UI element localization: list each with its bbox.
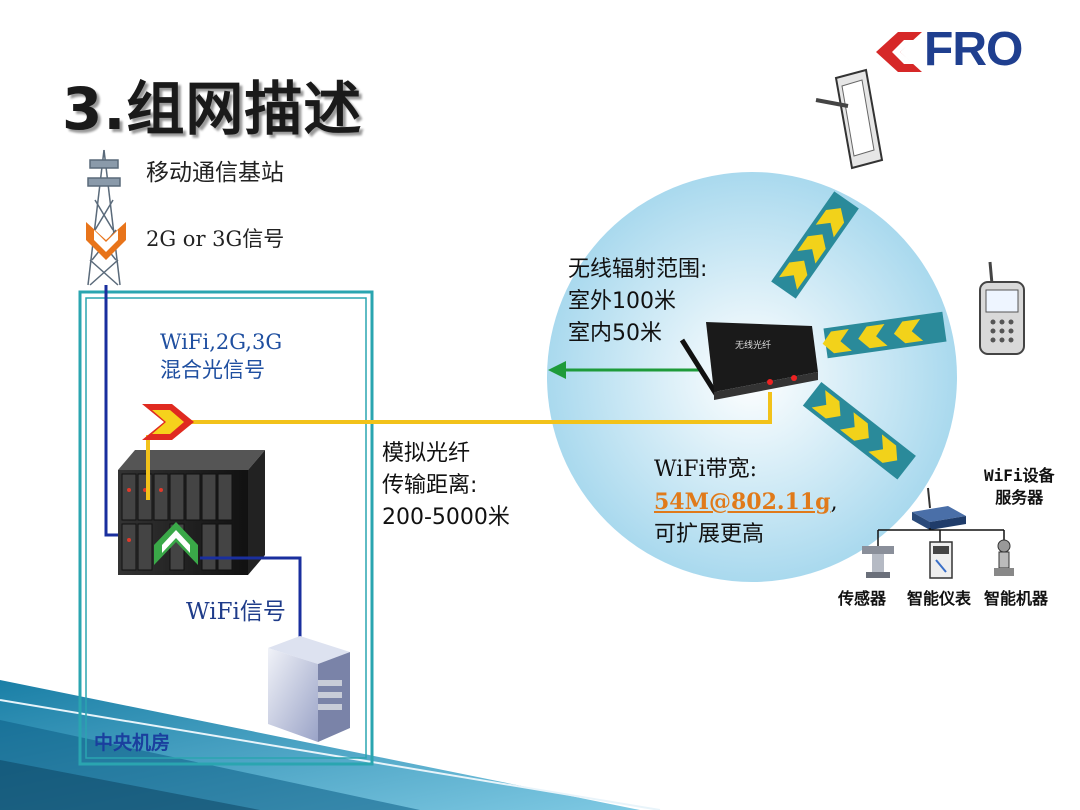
mixed-signal-label: WiFi,2G,3G 混合光信号 — [160, 328, 282, 384]
logo-text: FRO — [924, 23, 1023, 76]
machine-label: 智能机器 — [984, 589, 1049, 608]
smart-meter-icon — [929, 541, 953, 579]
bandwidth-line1: WiFi带宽: — [654, 457, 757, 482]
mobile-phone-icon — [979, 261, 1025, 355]
svg-text:无线光纤: 无线光纤 — [735, 339, 771, 351]
rack-to-server-line — [200, 556, 302, 645]
wifi-signal-chevrons-lower-icon — [802, 382, 916, 480]
central-room-label: 中央机房 — [94, 732, 171, 754]
mixed-signal-line1: WiFi,2G,3G — [160, 330, 283, 354]
fiber-line2: 传输距离: — [382, 473, 478, 498]
server-computer-icon — [268, 636, 350, 742]
fiber-line — [190, 392, 772, 424]
fiber-line1: 模拟光纤 — [382, 441, 471, 466]
central-room-frame — [78, 290, 374, 766]
bandwidth-label: WiFi带宽: 54M@802.11g, 可扩展更高 — [654, 454, 838, 551]
green-arrow-icon — [548, 361, 700, 379]
radiation-line3: 室内50米 — [568, 321, 662, 346]
wifi-up-chevron-icon — [154, 522, 198, 565]
logo: FRO — [924, 22, 1023, 77]
fiber-line3: 200-5000米 — [382, 505, 510, 530]
access-point-icon: 无线光纤 — [679, 322, 818, 400]
fro-logo-icon — [876, 32, 922, 72]
wifi-signal-chevrons-middle-icon — [822, 311, 947, 359]
sensor-icon — [862, 546, 894, 578]
signal-type-label: 2G or 3G信号 — [146, 227, 285, 251]
base-station-label: 移动通信基站 — [146, 160, 284, 186]
bandwidth-suffix: , — [830, 490, 838, 515]
cell-tower-icon — [87, 149, 121, 286]
bandwidth-link[interactable]: 54M@802.11g — [654, 489, 831, 515]
wifi-server-router-icon — [912, 487, 966, 530]
page-title: 3.组网描述 — [62, 75, 363, 143]
server-label: WiFi设备 服务器 — [984, 465, 1055, 509]
fiber-chevron-icon — [142, 404, 194, 440]
mixed-signal-line2: 混合光信号 — [160, 358, 265, 382]
fiber-label: 模拟光纤 传输距离: 200-5000米 — [382, 438, 510, 534]
radiation-label: 无线辐射范围: 室外100米 室内50米 — [568, 254, 707, 350]
device-network-lines — [877, 528, 1005, 546]
server-line2: 服务器 — [995, 488, 1044, 507]
corner-decoration — [0, 680, 661, 810]
wifi-signal-chevrons-upper-icon — [771, 191, 859, 299]
sensor-label: 传感器 — [838, 589, 887, 608]
wifi-signal-label: WiFi信号 — [186, 599, 286, 625]
meter-label: 智能仪表 — [907, 589, 972, 608]
tablet-icon — [815, 68, 884, 170]
smart-machine-icon — [994, 539, 1014, 576]
radiation-line2: 室外100米 — [568, 289, 676, 314]
server-line1: WiFi设备 — [984, 466, 1055, 485]
radiation-line1: 无线辐射范围: — [568, 257, 708, 282]
signal-down-arrow-icon — [86, 222, 126, 260]
bandwidth-line3: 可扩展更高 — [654, 522, 765, 547]
